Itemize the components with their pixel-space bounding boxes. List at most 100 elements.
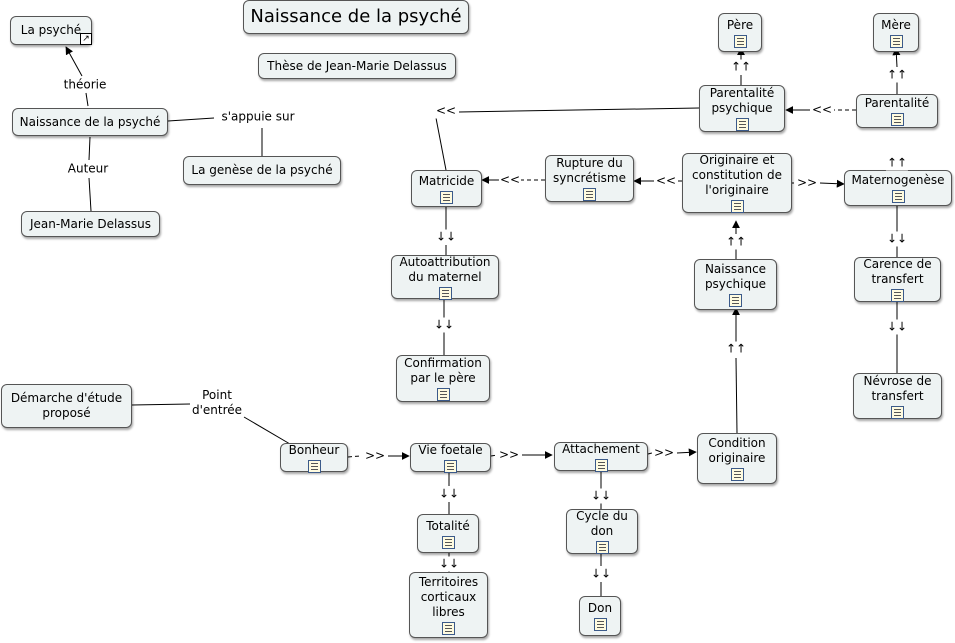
node-don[interactable]: Don	[579, 596, 621, 636]
link-label-forward: >>	[497, 447, 521, 463]
node-label: Parentalité psychique	[709, 86, 775, 115]
document-icon[interactable]	[729, 294, 742, 307]
link-label-down: ↓↓	[885, 319, 909, 335]
node-label: Attachement	[562, 441, 640, 456]
link-label-down: ↓↓	[434, 229, 458, 245]
document-icon[interactable]	[890, 113, 904, 126]
map-title-text: Naissance de la psyché	[250, 6, 462, 27]
node-mere[interactable]: Mère	[873, 13, 919, 52]
document-icon[interactable]	[730, 200, 744, 213]
link-label-backward: <<	[434, 103, 458, 119]
node-autoattribution-du-maternel[interactable]: Autoattribution du maternel	[391, 254, 499, 300]
link-label-down: ↓↓	[885, 231, 909, 247]
node-territoires-corticaux-libres[interactable]: Territoires corticaux libres	[409, 572, 488, 638]
link-label-backward: <<	[498, 172, 522, 188]
document-icon[interactable]	[307, 459, 321, 473]
link-label-up: ↑↑	[885, 67, 909, 83]
node-la-genese-de-la-psyche[interactable]: La genèse de la psyché	[183, 156, 341, 185]
document-icon[interactable]	[730, 468, 744, 481]
node-naissance-psychique[interactable]: Naissance psychique	[694, 259, 777, 310]
link-label-theorie: théorie	[62, 77, 108, 93]
node-label: Maternogenèse	[851, 173, 945, 187]
document-icon[interactable]	[440, 190, 453, 204]
document-icon[interactable]	[891, 289, 904, 302]
document-icon[interactable]	[438, 286, 452, 300]
node-label: Naissance psychique	[704, 262, 767, 291]
node-condition-originaire[interactable]: Condition originaire	[697, 433, 777, 484]
link-label-backward: <<	[810, 102, 834, 118]
document-icon[interactable]	[891, 405, 904, 419]
node-matricide[interactable]: Matricide	[411, 170, 482, 207]
link-label-forward: >>	[795, 175, 819, 191]
link-label-auteur: Auteur	[66, 161, 110, 177]
node-originaire-et-constitution[interactable]: Originaire et constitution de l'originai…	[682, 153, 792, 213]
node-naissance-de-la-psyche[interactable]: Naissance de la psyché	[12, 108, 168, 136]
document-icon[interactable]	[436, 388, 450, 401]
node-label: Territoires corticaux libres	[418, 575, 479, 619]
node-label: Originaire et constitution de l'originai…	[692, 153, 782, 197]
document-icon[interactable]	[444, 459, 457, 473]
link-label-forward: >>	[652, 445, 676, 461]
link-label-down: ↓↓	[432, 317, 456, 333]
node-carence-de-transfert[interactable]: Carence de transfert	[854, 257, 941, 302]
link-label-s-appuie-sur: s'appuie sur	[220, 109, 296, 125]
document-icon[interactable]	[583, 188, 596, 201]
node-label: Père	[726, 17, 754, 32]
node-label: Bonheur	[288, 442, 340, 457]
node-label: Matricide	[418, 173, 475, 188]
document-icon[interactable]	[735, 118, 749, 131]
node-rupture-du-syncretisme[interactable]: Rupture du syncrétisme	[545, 155, 634, 202]
node-maternogenese[interactable]: Maternogenèse	[844, 170, 952, 206]
node-label: Naissance de la psyché	[19, 114, 161, 129]
document-icon[interactable]	[733, 34, 747, 48]
document-icon[interactable]	[593, 618, 607, 631]
document-icon[interactable]	[441, 535, 455, 549]
node-label: Confirmation par le père	[404, 356, 482, 385]
node-totalite[interactable]: Totalité	[417, 514, 479, 553]
node-confirmation-par-le-pere[interactable]: Confirmation par le père	[396, 355, 490, 402]
link-label-down: ↓↓	[437, 556, 461, 572]
node-label: La psyché	[20, 23, 82, 37]
node-label: La genèse de la psyché	[191, 163, 333, 177]
node-nevrose-de-transfert[interactable]: Névrose de transfert	[853, 373, 942, 419]
document-icon[interactable]	[594, 458, 608, 472]
node-label: Névrose de transfert	[863, 373, 932, 403]
node-jean-marie-delassus[interactable]: Jean-Marie Delassus	[21, 211, 160, 237]
node-label: Don	[587, 601, 613, 615]
link-label-backward: <<	[654, 173, 678, 189]
node-label: Totalité	[426, 518, 470, 533]
document-icon[interactable]	[889, 34, 903, 48]
node-pere[interactable]: Père	[718, 13, 762, 52]
link-label-up: ↑↑	[724, 341, 748, 357]
document-icon[interactable]	[595, 541, 609, 554]
node-label: Vie foetale	[418, 442, 483, 457]
node-la-psyche[interactable]: La psyché ↗	[10, 16, 92, 45]
node-label: Démarche d'étude proposé	[10, 391, 123, 420]
link-label-up: ↑↑	[724, 234, 748, 250]
document-icon[interactable]	[442, 622, 455, 635]
node-cycle-du-don[interactable]: Cycle du don	[566, 509, 638, 554]
link-label-point-d-entree: Point d'entrée	[190, 388, 244, 418]
node-label: Mère	[881, 17, 911, 32]
node-parentalite-psychique[interactable]: Parentalité psychique	[699, 85, 785, 132]
node-demarche-d-etude[interactable]: Démarche d'étude proposé	[1, 384, 132, 428]
node-label: Rupture du syncrétisme	[553, 156, 626, 185]
link-label-up: ↑↑	[885, 155, 909, 171]
link-label-down: ↓↓	[437, 486, 461, 502]
document-icon[interactable]	[891, 190, 905, 203]
shortcut-arrow-icon[interactable]: ↗	[80, 33, 92, 45]
node-label: Parentalité	[864, 96, 930, 110]
node-label: Autoattribution du maternel	[399, 254, 491, 284]
node-bonheur[interactable]: Bonheur	[280, 442, 348, 473]
node-parentalite[interactable]: Parentalité	[856, 94, 938, 128]
node-label: Carence de transfert	[863, 257, 932, 286]
node-label: Cycle du don	[576, 509, 628, 538]
node-label: Condition originaire	[708, 436, 766, 465]
map-title: Naissance de la psyché	[243, 0, 469, 34]
node-attachement[interactable]: Attachement	[554, 441, 648, 472]
node-label: Jean-Marie Delassus	[29, 216, 152, 231]
link-label-up: ↑↑	[729, 59, 753, 75]
node-vie-foetale[interactable]: Vie foetale	[410, 442, 491, 473]
link-label-down: ↓↓	[589, 566, 613, 582]
